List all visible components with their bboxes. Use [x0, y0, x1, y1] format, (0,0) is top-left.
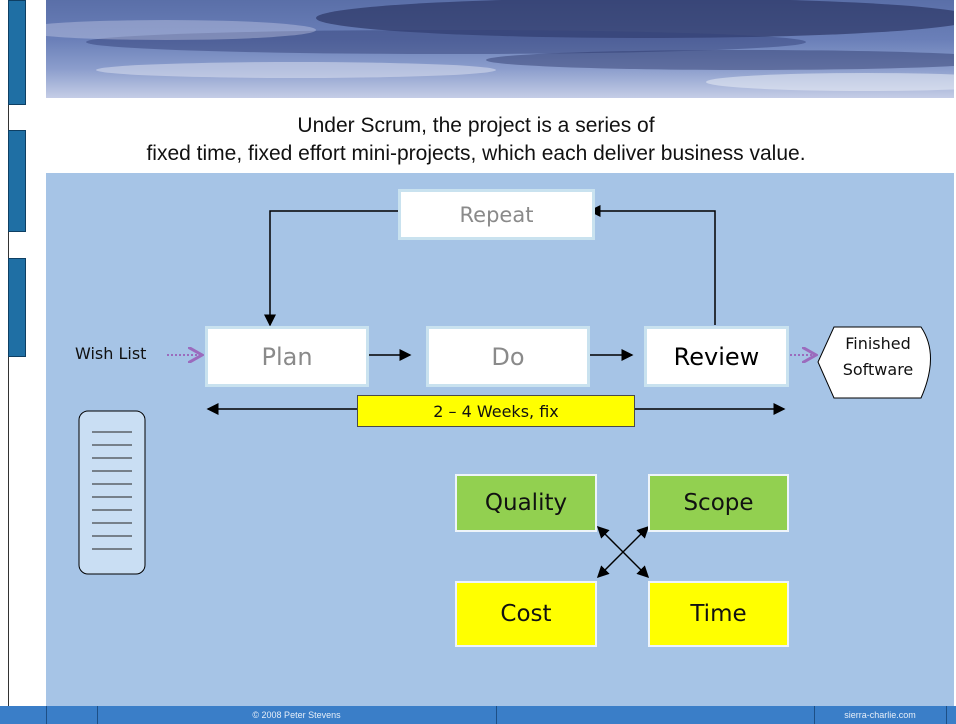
plan-box: Plan	[205, 326, 369, 387]
footer-divider-4	[814, 706, 815, 724]
scope-box: Scope	[648, 474, 789, 532]
footer-site-link: sierra-charlie.com	[844, 710, 916, 720]
wish-list-lines	[92, 431, 132, 550]
scope-cost-tradeoff-arrow	[596, 525, 650, 579]
title-line-2: fixed time, fixed effort mini-projects, …	[146, 142, 806, 165]
header-banner-image	[46, 0, 954, 98]
footer-copyright: © 2008 Peter Stevens	[252, 710, 341, 720]
do-box: Do	[426, 326, 590, 387]
page-title: Under Scrum, the project is a series of …	[46, 112, 906, 168]
footer-divider-2	[97, 706, 98, 724]
banner-streaks	[46, 0, 954, 91]
cost-box: Cost	[455, 581, 597, 647]
repeat-to-plan-arrow	[264, 210, 400, 327]
review-box: Review	[644, 326, 789, 387]
finished-software-label: Finished Software	[820, 331, 936, 383]
footer-divider-3	[496, 706, 497, 724]
footer-divider-5	[946, 706, 947, 724]
left-border	[0, 0, 9, 724]
wish-list-label: Wish List	[75, 344, 147, 363]
time-box: Time	[648, 581, 789, 647]
quality-box: Quality	[455, 474, 597, 532]
finished-label-line-1: Finished	[845, 334, 911, 353]
side-tab-2	[8, 130, 26, 232]
side-tab-1	[8, 0, 26, 105]
footer-divider-1	[46, 706, 47, 724]
wish-list-document	[78, 410, 146, 575]
finished-label-line-2: Software	[842, 360, 914, 379]
title-line-1: Under Scrum, the project is a series of	[297, 114, 655, 137]
review-to-repeat-arrow	[588, 205, 716, 325]
repeat-box: Repeat	[398, 189, 595, 240]
finished-software-shape	[817, 326, 931, 399]
footer-bar	[0, 706, 956, 724]
timebox-label-box: 2 – 4 Weeks, fix	[357, 395, 635, 427]
side-tab-3	[8, 258, 26, 357]
